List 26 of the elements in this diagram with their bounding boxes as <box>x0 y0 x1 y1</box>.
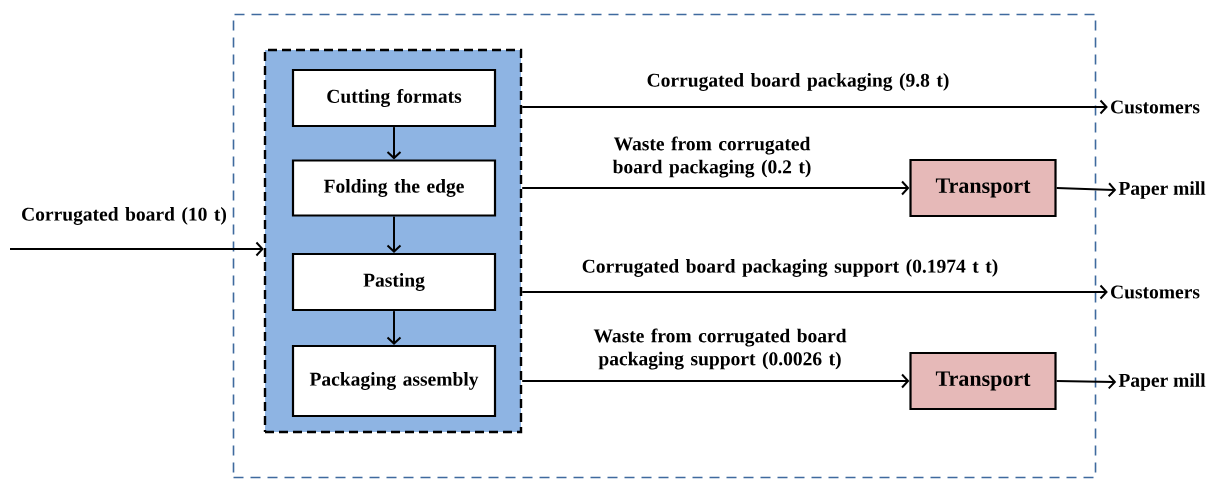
arrow <box>386 126 402 160</box>
edge-label: Waste from corrugated board packaging (0.2 t) <box>612 136 811 178</box>
edge-label: Corrugated board packaging (9.8 t) <box>647 73 949 91</box>
arrow <box>9 241 264 257</box>
process-box: Pasting <box>291 252 497 312</box>
arrow <box>386 215 402 253</box>
arrow <box>521 284 1108 300</box>
destination-label: Customers <box>1111 285 1200 299</box>
arrow <box>1055 374 1117 390</box>
process-box: Cutting formats <box>291 68 497 128</box>
arrow <box>386 310 402 345</box>
destination-label: Paper mill <box>1118 181 1206 199</box>
process-box: Packaging assembly <box>291 344 497 418</box>
destination-label: Paper mill <box>1118 373 1206 391</box>
arrow <box>1055 182 1117 198</box>
edge-label: Waste from corrugated board packaging support (0.0026 t) <box>593 328 847 370</box>
arrow <box>521 373 910 389</box>
edge-label: Corrugated board (10 t) <box>22 207 226 225</box>
system-boundary <box>232 13 1097 479</box>
arrow <box>521 99 1108 115</box>
arrow <box>521 180 910 196</box>
transport-box: Transport <box>909 158 1057 218</box>
process-box: Folding the edge <box>291 159 497 217</box>
destination-label: Customers <box>1111 100 1200 114</box>
edge-label: Corrugated board packaging support (0.1974 t t) <box>582 259 998 277</box>
transport-box: Transport <box>909 351 1057 411</box>
